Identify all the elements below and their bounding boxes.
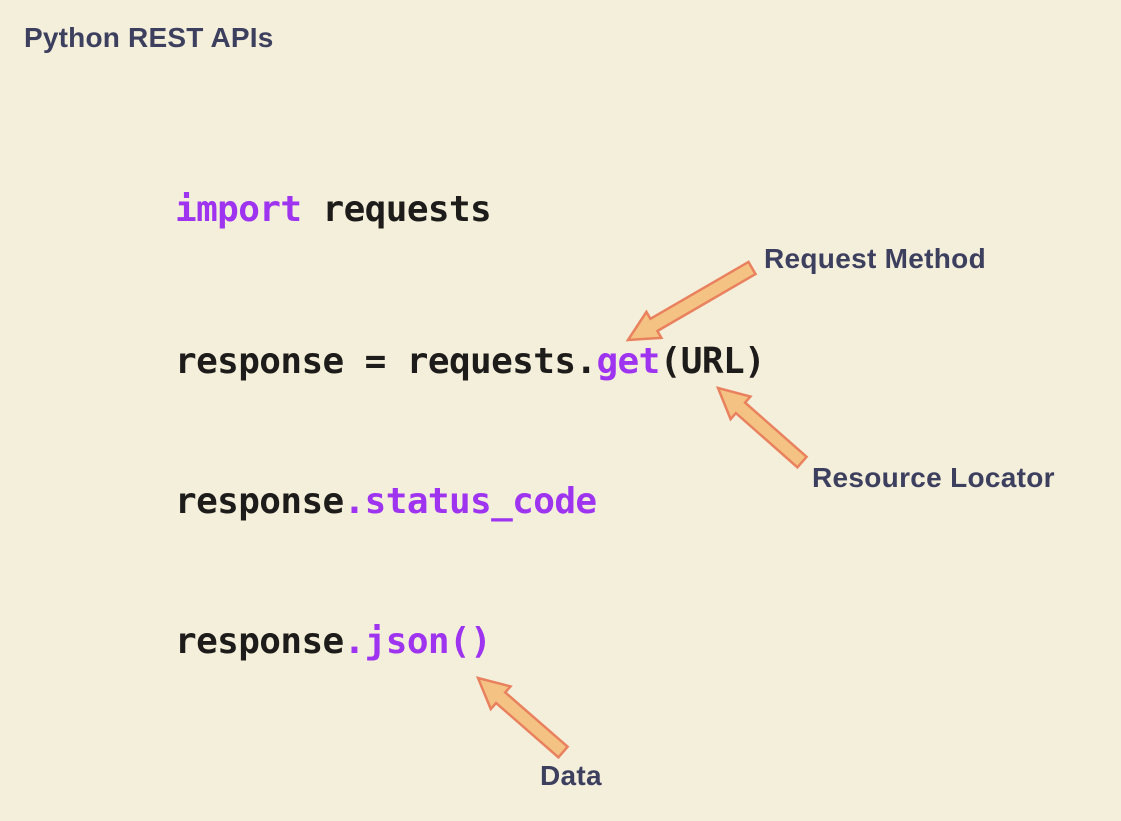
code-token: response (175, 621, 344, 662)
code-token: (URL) (659, 341, 766, 382)
code-token: response (175, 481, 344, 522)
code-token-method: get (596, 341, 660, 382)
annotation-data: Data (540, 760, 602, 791)
request-method-arrow-icon (625, 260, 758, 342)
annotation-request-method: Request Method (764, 243, 986, 274)
code-token-method: .json() (343, 621, 492, 662)
code-line-import: import requests (175, 189, 492, 230)
page-title: Python REST APIs (24, 22, 274, 53)
resource-locator-arrow-icon (715, 386, 809, 470)
code-line-json: response.json() (175, 621, 492, 662)
data-arrow-icon (475, 676, 570, 760)
code-line-get-request: response = requests.get(URL) (175, 341, 766, 382)
code-token-attribute: .status_code (343, 481, 597, 522)
code-token: requests (301, 189, 492, 230)
code-token: response = requests. (175, 341, 597, 382)
code-token-keyword: import (175, 189, 302, 230)
annotation-resource-locator: Resource Locator (812, 462, 1055, 493)
code-line-status-code: response.status_code (175, 481, 597, 522)
